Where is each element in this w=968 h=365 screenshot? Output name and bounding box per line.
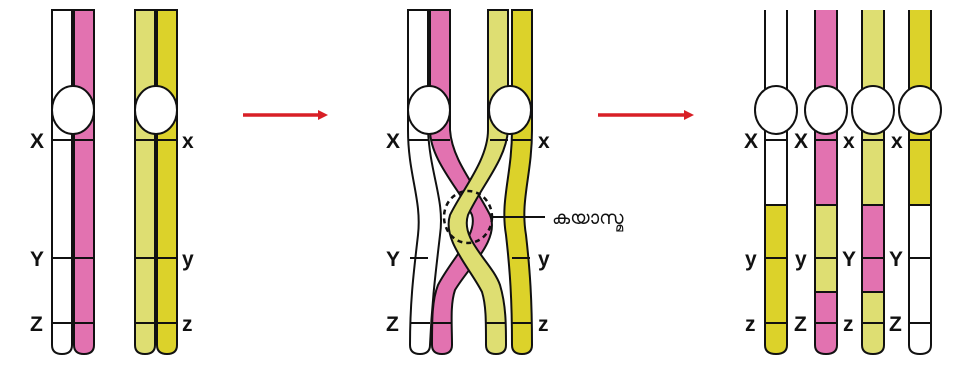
allele-label-Y-mid: Y: [386, 248, 400, 271]
allele-label-Z-left: Z: [30, 313, 43, 336]
panel-crossing-over: കയാസ്മ X Y Z x y z: [386, 10, 624, 354]
allele-label-z-left: z: [182, 313, 193, 336]
chiasma-label: കയാസ്മ: [552, 207, 624, 232]
centromere-7: [852, 86, 894, 134]
allele-label-x-mid: x: [538, 130, 550, 153]
chromatid-recombinant-3: [862, 10, 884, 354]
allele-label-Y-left: Y: [30, 248, 44, 271]
centromere-4: [489, 86, 531, 134]
centromere-8: [899, 86, 941, 134]
centromere-6: [805, 86, 847, 134]
centromere-5: [755, 86, 797, 134]
allele-label-y-r1: y: [745, 248, 757, 271]
chromatid-white-1: [52, 10, 72, 354]
chromatid-yellow-1: [157, 10, 177, 354]
chromatid-recombinant-2: [815, 10, 837, 354]
chromatid-recombinant-4: [909, 10, 931, 354]
centromere-3: [408, 86, 450, 134]
chromatid-lime-1: [135, 10, 155, 354]
centromere-2: [135, 86, 177, 134]
allele-label-y-mid: y: [538, 248, 550, 271]
allele-label-y-left: y: [182, 248, 194, 271]
panel-before-crossing: X Y Z x y z: [30, 10, 194, 354]
allele-label-Z-r1: Z: [794, 313, 807, 336]
allele-label-x-r1: x: [843, 130, 855, 153]
panel-recombinant: X X x x y y Y Y z Z z Z: [744, 10, 941, 354]
allele-label-X-mid: X: [386, 130, 400, 153]
allele-label-y-r2: y: [795, 248, 807, 271]
allele-label-z-mid: z: [538, 313, 549, 336]
allele-label-Y-r2: Y: [889, 248, 903, 271]
allele-label-Z-mid: Z: [386, 313, 399, 336]
allele-label-z-r2: z: [843, 313, 854, 336]
allele-label-x-left: x: [182, 130, 194, 153]
chromatid-pink-1: [74, 10, 94, 354]
chromatid-recombinant-1: [765, 10, 787, 354]
allele-label-X-r2: X: [794, 130, 808, 153]
allele-label-X-r1: X: [744, 130, 758, 153]
allele-label-Y-r1: Y: [842, 248, 856, 271]
allele-label-Z-r2: Z: [889, 313, 902, 336]
allele-label-z-r1: z: [745, 313, 756, 336]
allele-label-x-r2: x: [891, 130, 903, 153]
centromere-1: [52, 86, 94, 134]
allele-label-X-left: X: [30, 130, 44, 153]
